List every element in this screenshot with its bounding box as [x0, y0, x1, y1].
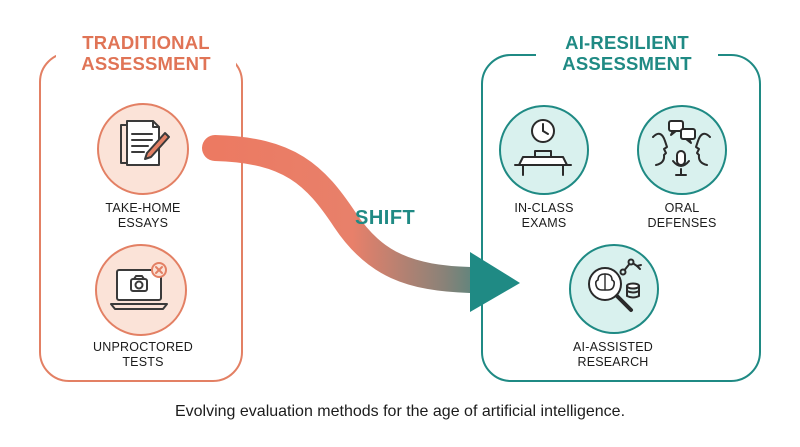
ai-resilient-title-line2: ASSESSMENT	[562, 53, 692, 74]
laptop-camera-blocked-icon	[95, 244, 187, 336]
oral-defenses-line1: ORAL	[664, 201, 700, 215]
ai-resilient-title-line1: AI-RESILIENT	[565, 32, 689, 53]
take-home-essays-line1: TAKE-HOME	[105, 201, 181, 215]
traditional-assessment-title: TRADITIONAL ASSESSMENT	[56, 32, 236, 74]
unproctored-tests-label: UNPROCTORED TESTS	[60, 340, 226, 370]
document-pencil-icon	[97, 103, 189, 195]
brain-magnifier-robot-arm-icon	[569, 244, 659, 334]
speaking-heads-microphone-icon	[637, 105, 727, 195]
ai-assisted-research-label: AI-ASSISTED RESEARCH	[543, 340, 683, 370]
ai-assisted-research-line1: AI-ASSISTED	[573, 340, 653, 354]
oral-defenses-line2: DEFENSES	[647, 216, 717, 230]
ai-assisted-research-line2: RESEARCH	[577, 355, 649, 369]
unproctored-tests-line1: UNPROCTORED	[93, 340, 193, 354]
ai-resilient-assessment-title: AI-RESILIENT ASSESSMENT	[536, 32, 718, 74]
in-class-exams-label: IN-CLASS EXAMS	[474, 201, 614, 231]
traditional-title-line2: ASSESSMENT	[81, 53, 211, 74]
traditional-title-line1: TRADITIONAL	[82, 32, 210, 53]
take-home-essays-line2: ESSAYS	[117, 216, 169, 230]
shift-label: SHIFT	[355, 207, 416, 229]
oral-defenses-label: ORAL DEFENSES	[612, 201, 752, 231]
unproctored-tests-line2: TESTS	[122, 355, 164, 369]
clock-desk-icon	[499, 105, 589, 195]
in-class-exams-line2: EXAMS	[521, 216, 567, 230]
diagram-caption: Evolving evaluation methods for the age …	[174, 403, 626, 420]
in-class-exams-line1: IN-CLASS	[514, 201, 574, 215]
take-home-essays-label: TAKE-HOME ESSAYS	[60, 201, 226, 231]
